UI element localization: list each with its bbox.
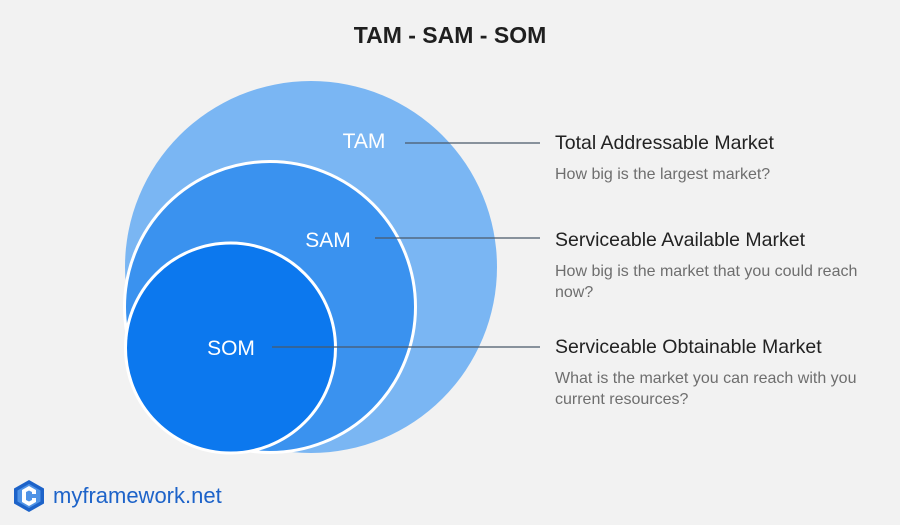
som-circle-label: SOM: [207, 337, 255, 360]
page-title: TAM - SAM - SOM: [353, 22, 547, 48]
sam-description-block: Serviceable Available Market How big is …: [555, 227, 885, 303]
tam-circle-label: TAM: [343, 130, 386, 153]
som-title: Serviceable Obtainable Market: [555, 336, 822, 358]
myframework-logo-icon: [14, 480, 44, 512]
sam-title: Serviceable Available Market: [555, 229, 806, 251]
tam-description: How big is the largest market?: [555, 166, 771, 183]
tam-title: Total Addressable Market: [555, 132, 774, 154]
sam-description: How big is the market that you could rea…: [555, 263, 858, 301]
tam-description-block: Total Addressable Market How big is the …: [555, 130, 885, 185]
som-description: What is the market you can reach with yo…: [555, 370, 857, 408]
brand-logo: myframework.net: [12, 479, 222, 513]
som-circle: [124, 241, 337, 455]
brand-name: myframework.net: [53, 483, 222, 508]
sam-circle-label: SAM: [305, 229, 351, 252]
som-description-block: Serviceable Obtainable Market What is th…: [555, 334, 885, 410]
